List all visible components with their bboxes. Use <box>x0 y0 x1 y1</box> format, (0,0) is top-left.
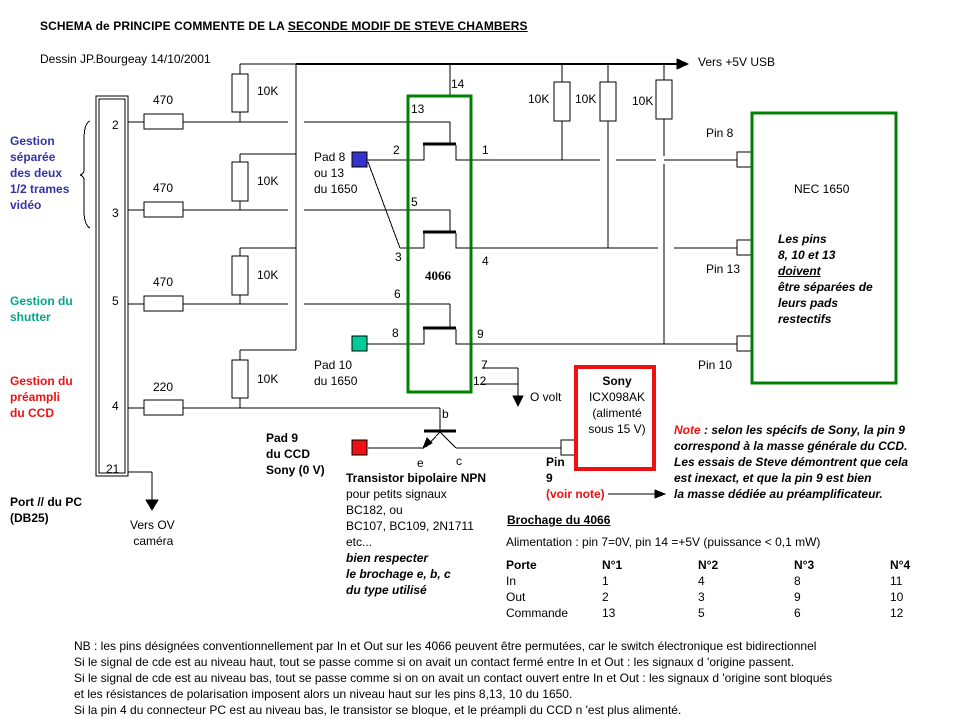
resistor-10k-d-label: 10K <box>257 372 279 386</box>
resistor-470-c-label: 470 <box>153 275 174 289</box>
db25-connector-inner <box>98 98 126 474</box>
footnote-line: Si le signal de cde est au niveau bas, t… <box>74 671 833 685</box>
resistor-10k-g-label: 10K <box>632 94 654 108</box>
db25-connector-outer <box>95 95 129 477</box>
chip-pin-5: 5 <box>411 195 418 209</box>
resistor-10k-e-label: 10K <box>528 92 550 106</box>
label-pc-port: Port // du PC(DB25) <box>10 495 82 525</box>
resistor-10k-b-label: 10K <box>257 174 279 188</box>
resistor-470-c <box>143 295 184 312</box>
nec-pin-13-label: Pin 13 <box>706 262 741 276</box>
footnote-line: Si la pin 4 du connecteur PC est au nive… <box>74 703 682 717</box>
resistor-10k-e <box>553 81 571 122</box>
resistor-470-b-label: 470 <box>153 181 174 195</box>
connector-pin-21: 21 <box>106 462 120 476</box>
nec-pin-10-pad <box>736 335 753 352</box>
supply-label: Vers +5V USB <box>698 55 776 69</box>
nec-pin-8-pad <box>736 151 753 168</box>
zero-volt-label: O volt <box>530 390 562 404</box>
pad-8-13-square <box>351 151 368 168</box>
ground-arrow <box>145 499 159 511</box>
chip-pin-1: 1 <box>482 143 489 157</box>
author-date: Dessin JP.Bourgeay 14/10/2001 <box>40 52 211 66</box>
sony-ccd-outline <box>574 365 656 471</box>
emitter-arrow <box>422 437 433 450</box>
resistor-10k-a-label: 10K <box>257 84 279 98</box>
nec-pin-8-label: Pin 8 <box>706 126 734 140</box>
resistor-10k-d <box>231 359 249 399</box>
nec-pin-13-pad <box>736 239 753 256</box>
see-note-link: (voir note) <box>546 487 605 501</box>
resistor-220-label: 220 <box>153 380 174 394</box>
pinout-title: Brochage du 4066 <box>507 513 611 527</box>
footnote-line: et les résistances de polarisation impos… <box>74 687 573 701</box>
connector-pin-4: 4 <box>112 399 119 413</box>
sony-pin-9-pad <box>560 439 577 456</box>
chip-pin-12: 12 <box>473 374 487 388</box>
pinout-supply: Alimentation : pin 7=0V, pin 14 =+5V (pu… <box>506 535 821 549</box>
resistor-10k-c <box>231 255 249 296</box>
resistor-10k-g <box>655 79 673 120</box>
chip-4066-outline <box>406 94 473 394</box>
connector-pin-3: 3 <box>112 206 119 220</box>
resistor-470-b <box>143 201 184 218</box>
chip-pin-3: 3 <box>395 250 402 264</box>
transistor-base-label: b <box>442 407 449 421</box>
chip-pin-2: 2 <box>393 143 400 157</box>
resistor-10k-b <box>231 161 249 202</box>
chip-pin-7: 7 <box>481 358 488 372</box>
pad-10-square <box>351 335 368 352</box>
chip-pin-13: 13 <box>411 102 425 116</box>
footnotes: NB : les pins désignées conventionnellem… <box>74 638 832 718</box>
resistor-10k-c-label: 10K <box>257 268 279 282</box>
nec-1650-label: NEC 1650 <box>794 182 850 196</box>
supply-arrow <box>676 58 690 70</box>
note-arrow <box>654 489 667 499</box>
resistor-470-a-label: 470 <box>153 93 174 107</box>
chip-4066-label: 4066 <box>425 268 451 283</box>
resistor-10k-f <box>599 81 617 122</box>
chip-pin-14: 14 <box>451 77 465 91</box>
transistor-collector-label: c <box>456 454 462 468</box>
chip-pin-8: 8 <box>392 326 399 340</box>
footnote-line: NB : les pins désignées conventionnellem… <box>74 639 817 653</box>
resistor-10k-f-label: 10K <box>575 92 597 106</box>
connector-pin-5: 5 <box>112 294 119 308</box>
footnote-line: Si le signal de cde est au niveau haut, … <box>74 655 795 669</box>
sony-note: Note : selon les spécifs de Sony, la pin… <box>674 423 909 501</box>
transistor-emitter-label: e <box>417 456 424 470</box>
nec-pin-10-label: Pin 10 <box>698 358 733 372</box>
chip-pin-4: 4 <box>482 254 489 268</box>
resistor-220 <box>143 399 184 416</box>
transistor-description: Transistor bipolaire NPN pour petits sig… <box>346 471 487 597</box>
connector-pin-2: 2 <box>112 118 119 132</box>
chip-pin-6: 6 <box>394 287 401 301</box>
pinout-header-row: Porte N°1 N°2 N°3 N°4 <box>506 558 911 572</box>
zero-volt-arrow <box>512 395 524 408</box>
brace <box>79 120 91 229</box>
chip-pin-9: 9 <box>477 327 484 341</box>
resistor-10k-a <box>231 73 249 113</box>
nec-1650-outline <box>750 111 898 385</box>
page-title: SCHEMA de PRINCIPE COMMENTE DE LA SECOND… <box>40 19 528 33</box>
pad-9-square <box>351 439 368 456</box>
resistor-470-a <box>143 113 184 130</box>
